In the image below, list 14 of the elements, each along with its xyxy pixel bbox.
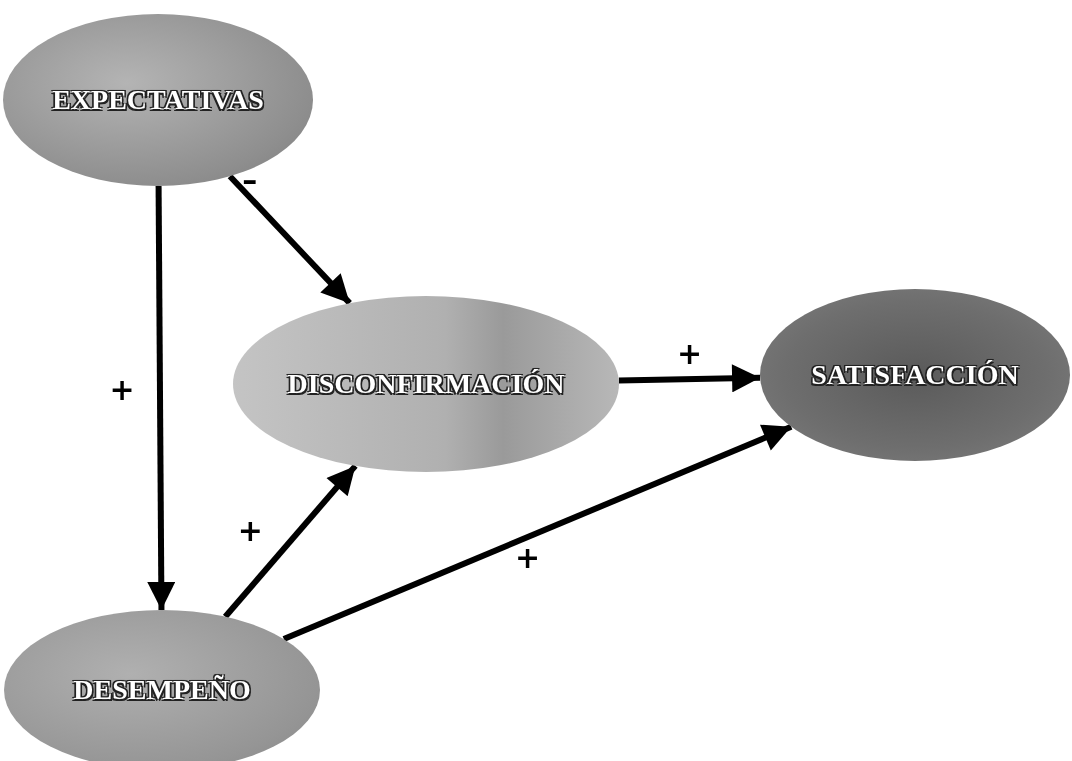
- node-label: SATISFACCIÓN: [811, 359, 1019, 391]
- arrow: [222, 463, 358, 619]
- node-label: EXPECTATIVAS: [52, 84, 264, 116]
- arrow: [227, 174, 352, 306]
- edge-label: +: [676, 339, 702, 370]
- arrow: [618, 364, 761, 393]
- node-label: DISCONFIRMACIÓN: [287, 368, 565, 400]
- node-label: DESEMPEÑO: [73, 674, 251, 706]
- edge-label: +: [237, 516, 263, 547]
- edge-label: +: [109, 375, 135, 405]
- arrow: [147, 185, 176, 611]
- edge-label: –: [242, 164, 258, 195]
- arrow: [282, 424, 793, 642]
- edge-label: +: [514, 542, 541, 573]
